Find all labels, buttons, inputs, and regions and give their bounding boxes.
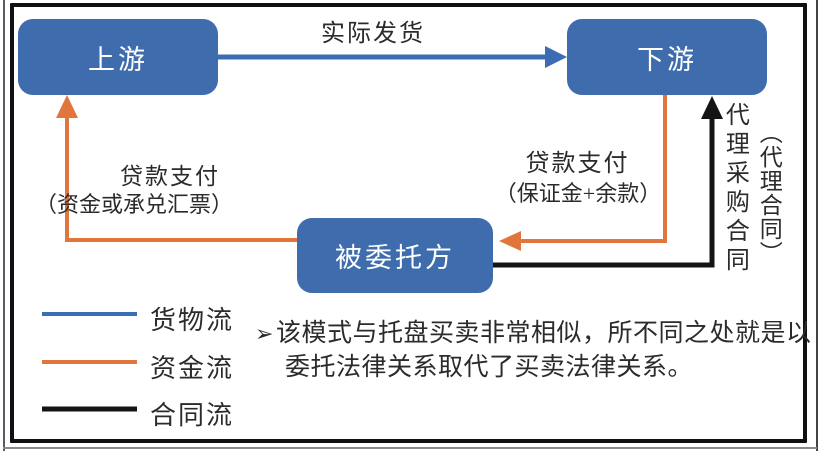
screen-edge-left: [3, 0, 5, 451]
node-entrusted: 被委托方: [297, 218, 493, 293]
note-text: ➢该模式与托盘买卖非常相似，所不同之处就是以委托法律关系取代了买卖法律关系。: [255, 317, 819, 384]
shipping-arrow-label: 实际发货: [321, 21, 425, 47]
payment-to-entrusted-label-line1: 贷款支付: [525, 151, 630, 177]
screen-edge-bottom: [3, 447, 817, 449]
legend-label-goods: 货物流: [150, 306, 235, 335]
screen-edge-right: [816, 0, 818, 451]
node-downstream: 下游: [567, 19, 767, 95]
agency-contract-label-paren: （代理合同）: [756, 121, 782, 265]
arrow-shipping: [218, 46, 567, 68]
outer-frame: [10, 3, 807, 443]
payment-to-entrusted-label-line2: （保证金+余款）: [494, 181, 662, 206]
arrow-payment-to-entrusted: [499, 95, 667, 251]
note-body: 该模式与托盘买卖非常相似，所不同之处就是以委托法律关系取代了买卖法律关系。: [275, 320, 812, 381]
legend-label-funds: 资金流: [150, 354, 235, 383]
payment-to-upstream-label-line1: 贷款支付: [120, 164, 220, 189]
agency-contract-label-main: 代理采购合同: [721, 102, 748, 276]
arrow-payment-to-upstream: [56, 95, 297, 242]
node-upstream: 上游: [18, 19, 218, 95]
node-upstream-label: 上游: [88, 44, 148, 75]
payment-to-upstream-label-line2: （资金或承兑汇票）: [34, 192, 233, 217]
note-bullet-icon: ➢: [255, 322, 274, 347]
node-entrusted-label: 被委托方: [335, 243, 455, 273]
node-downstream-label: 下游: [637, 44, 697, 75]
arrow-agency-contract: [493, 96, 723, 268]
legend-label-contract: 合同流: [150, 401, 235, 430]
